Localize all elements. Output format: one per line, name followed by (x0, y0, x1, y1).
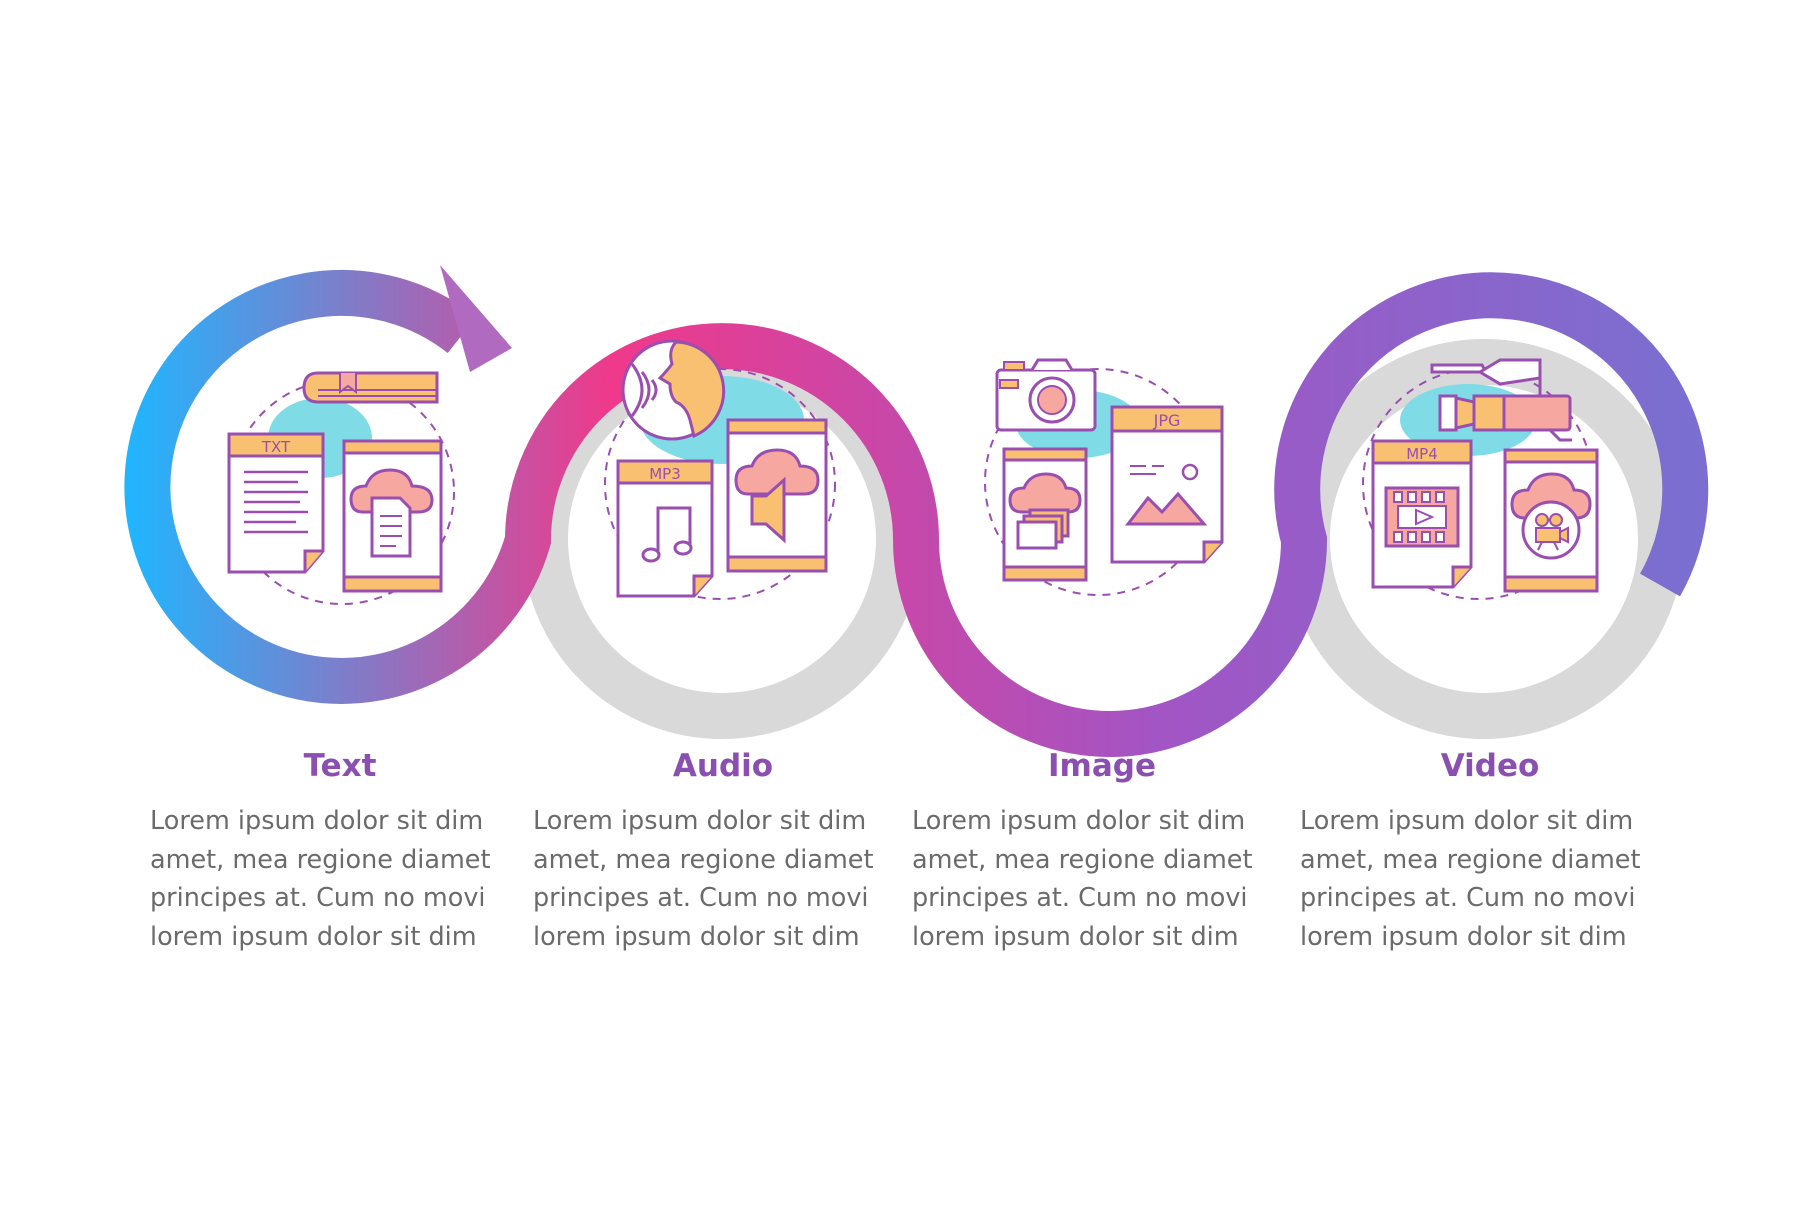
cloud-film-tablet-icon (1503, 448, 1599, 593)
step-icon-text: TXT (227, 371, 455, 605)
gradient-ribbon (124, 269, 1709, 757)
description-line: lorem ipsum dolor sit dim (1300, 921, 1627, 952)
jpg-file-icon: JPG (1110, 405, 1224, 564)
mp4-file-icon: MP4 (1371, 439, 1473, 589)
step-text-audio: Audio Lorem ipsum dolor sit dim amet, me… (533, 748, 913, 956)
description-line: Lorem ipsum dolor sit dim (150, 806, 484, 836)
camera-icon (995, 358, 1097, 432)
cloud-speaker-tablet-icon (726, 418, 828, 573)
description-line: amet, mea regione diamet (1300, 844, 1641, 875)
description-line: principes at. Cum no movi (912, 883, 1248, 913)
description-line: lorem ipsum dolor sit dim (150, 921, 477, 952)
file-label: MP4 (1406, 445, 1438, 463)
description-line: lorem ipsum dolor sit dim (912, 921, 1239, 952)
film-strip-icon (1384, 486, 1460, 548)
description-line: principes at. Cum no movi (533, 883, 869, 913)
step-title: Audio (672, 748, 774, 784)
step-title: Image (1048, 748, 1156, 784)
step-title: Video (1440, 748, 1540, 784)
file-label: TXT (261, 438, 291, 456)
book-icon (302, 371, 439, 404)
step-description: Lorem ipsum dolor sit dim amet, mea regi… (912, 802, 1292, 956)
txt-file-icon: TXT (227, 432, 325, 574)
speaking-head-icon (621, 339, 726, 441)
description-line: amet, mea regione diamet (912, 844, 1253, 875)
step-icon-video: MP4 (1362, 358, 1599, 600)
ribbon-arrow-head (440, 265, 512, 372)
step-icon-image: JPG (984, 358, 1224, 596)
description-line: amet, mea regione diamet (150, 844, 491, 875)
mp3-file-icon: MP3 (616, 459, 714, 598)
description-line: principes at. Cum no movi (150, 883, 486, 913)
step-text-text: Text Lorem ipsum dolor sit dim amet, mea… (150, 748, 530, 956)
video-camera-icon (1430, 358, 1572, 442)
music-note-icon (641, 506, 693, 563)
step-title: Text (303, 748, 377, 784)
description-line: Lorem ipsum dolor sit dim (533, 806, 867, 836)
step-text-image: Image Lorem ipsum dolor sit dim amet, me… (912, 748, 1292, 956)
file-label: JPG (1153, 411, 1181, 430)
description-line: Lorem ipsum dolor sit dim (912, 806, 1246, 836)
cloud-document-tablet-icon (342, 439, 443, 593)
step-description: Lorem ipsum dolor sit dim amet, mea regi… (1300, 802, 1680, 956)
description-line: Lorem ipsum dolor sit dim (1300, 806, 1634, 836)
step-text-video: Video Lorem ipsum dolor sit dim amet, me… (1300, 748, 1680, 956)
description-line: principes at. Cum no movi (1300, 883, 1636, 913)
step-description: Lorem ipsum dolor sit dim amet, mea regi… (150, 802, 530, 956)
cloud-gallery-tablet-icon (1002, 447, 1088, 582)
step-icon-audio: MP3 (604, 339, 836, 600)
description-line: amet, mea regione diamet (533, 844, 874, 875)
step-description: Lorem ipsum dolor sit dim amet, mea regi… (533, 802, 913, 956)
description-line: lorem ipsum dolor sit dim (533, 921, 860, 952)
file-label: MP3 (649, 465, 681, 483)
